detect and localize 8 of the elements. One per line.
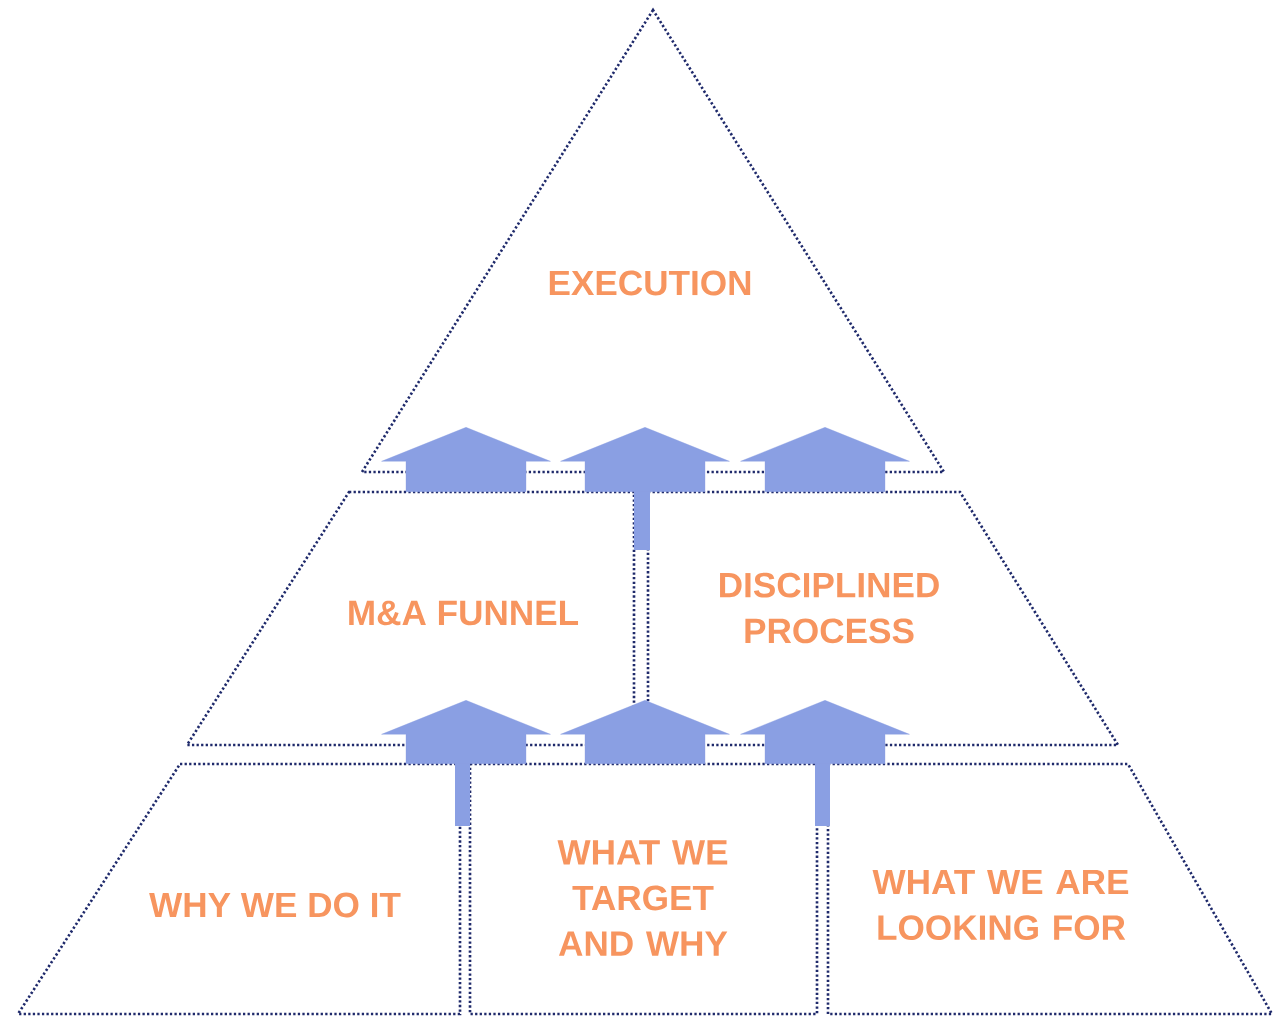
block-arrow bbox=[381, 700, 551, 764]
block-arrow bbox=[740, 427, 910, 492]
pyramid-section: WHAT WE ARE LOOKING FOR bbox=[826, 762, 1274, 1016]
block-arrow bbox=[381, 427, 551, 492]
block-arrow bbox=[740, 700, 910, 764]
pyramid-section: WHAT WE TARGET AND WHY bbox=[468, 762, 819, 1016]
block-arrow bbox=[560, 700, 730, 764]
block-arrow bbox=[560, 427, 730, 492]
